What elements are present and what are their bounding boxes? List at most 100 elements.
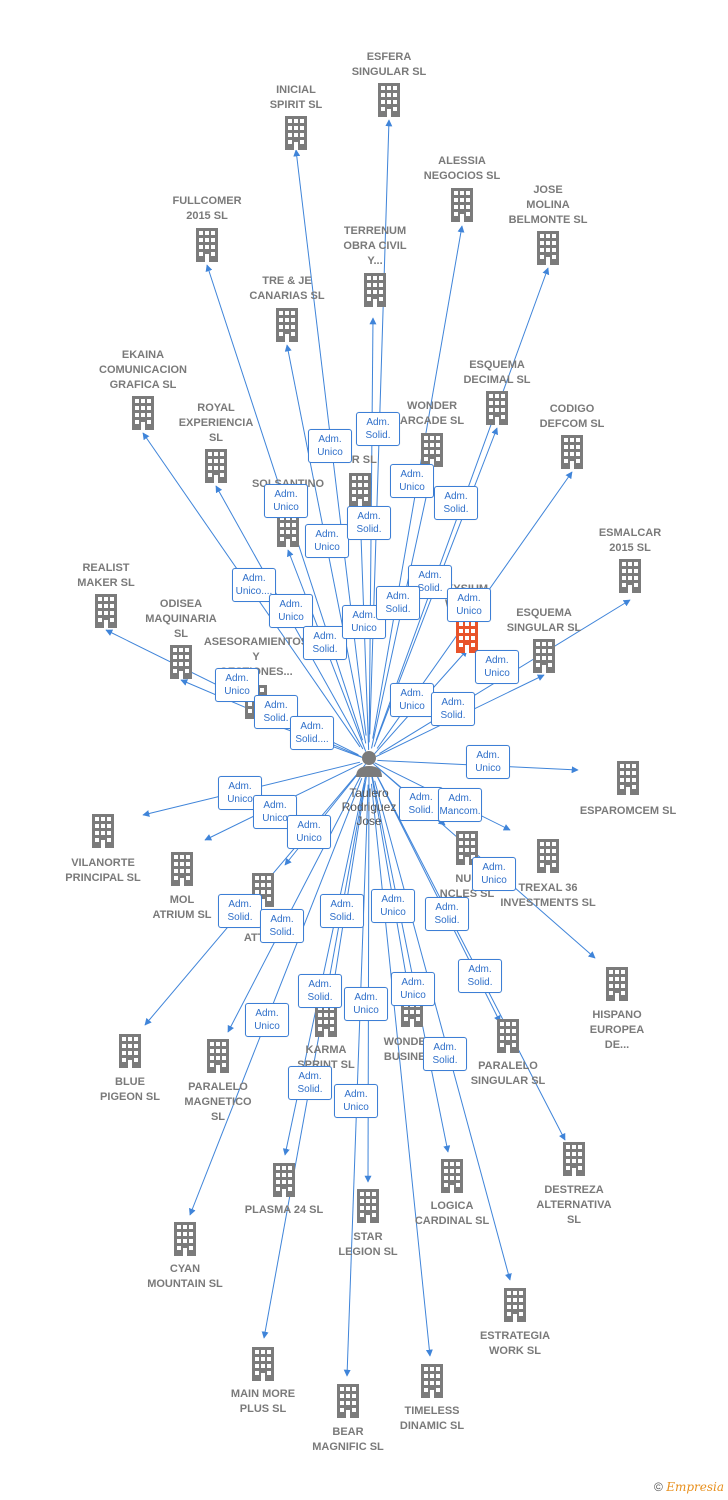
building-icon-alessia[interactable] (451, 188, 473, 222)
building-icon-realist[interactable] (95, 594, 117, 628)
company-label-esparomcem[interactable]: ESPAROMCEM SL (579, 805, 677, 817)
company-label-hispano[interactable]: HISPANO EUROPEA DE... (589, 1009, 645, 1051)
role-badge[interactable]: Adm. Mancom. (438, 788, 482, 822)
building-icon-cyan[interactable] (174, 1222, 196, 1256)
building-icon-mol[interactable] (171, 852, 193, 886)
building-icon-fullcomer[interactable] (196, 228, 218, 262)
company-label-mol[interactable]: MOL ATRIUM SL (152, 894, 212, 921)
role-badge[interactable]: Adm. Unico (475, 650, 519, 684)
company-label-trexal[interactable]: TREXAL 36 INVESTMENTS SL (500, 882, 596, 909)
building-icon-esmalcar[interactable] (619, 559, 641, 593)
role-badge[interactable]: Adm. Solid. (408, 565, 452, 599)
building-icon-tre-je[interactable] (276, 308, 298, 342)
company-label-esfera[interactable]: ESFERA SINGULAR SL (351, 51, 427, 78)
building-icon-estrategia[interactable] (504, 1288, 526, 1322)
building-icon-trexal[interactable] (537, 839, 559, 873)
building-icon-paralelo-magnetico[interactable] (207, 1039, 229, 1073)
building-icon-logica[interactable] (441, 1159, 463, 1193)
company-label-vilanorte[interactable]: VILANORTE PRINCIPAL SL (65, 857, 141, 884)
role-badge[interactable]: Adm. Solid. (260, 909, 304, 943)
building-icon-karma[interactable] (315, 1003, 337, 1037)
building-icon-esquema-singular[interactable] (533, 639, 555, 673)
role-badge[interactable]: Adm. Solid. (356, 412, 400, 446)
building-icon-xysium[interactable] (456, 619, 478, 653)
company-label-fullcomer[interactable]: FULLCOMER 2015 SL (172, 195, 242, 222)
role-badge[interactable]: Adm. Solid. (303, 626, 347, 660)
building-icon-blue[interactable] (119, 1034, 141, 1068)
role-badge[interactable]: Adm. Unico (264, 484, 308, 518)
role-badge[interactable]: Adm. Solid. (218, 894, 262, 928)
company-label-tre-je[interactable]: TRE & JE CANARIAS SL (249, 275, 325, 302)
brand-logo[interactable]: Empresia (666, 1480, 724, 1494)
company-label-blue[interactable]: BLUE PIGEON SL (100, 1076, 160, 1103)
role-badge[interactable]: Adm. Solid. (425, 897, 469, 931)
building-icon-codigo[interactable] (561, 435, 583, 469)
role-badge[interactable]: Adm. Unico (390, 683, 434, 717)
role-badge[interactable]: Adm. Unico (371, 889, 415, 923)
role-badge[interactable]: Adm. Solid.... (290, 716, 334, 750)
company-label-star[interactable]: STAR LEGION SL (338, 1231, 398, 1258)
company-label-royal[interactable]: ROYAL EXPERIENCIA SL (178, 402, 254, 444)
building-icon-timeless[interactable] (421, 1364, 443, 1398)
role-badge[interactable]: Adm. Unico (344, 987, 388, 1021)
building-icon-hispano[interactable] (606, 967, 628, 1001)
role-badge[interactable]: Adm. Solid. (399, 787, 443, 821)
company-label-main-more[interactable]: MAIN MORE PLUS SL (230, 1388, 296, 1415)
building-icon-esfera[interactable] (378, 83, 400, 117)
company-label-estrategia[interactable]: ESTRATEGIA WORK SL (479, 1330, 551, 1357)
company-label-inicial[interactable]: INICIAL SPIRIT SL (269, 84, 323, 111)
building-icon-royal[interactable] (205, 449, 227, 483)
role-badge[interactable]: Adm. Solid. (347, 506, 391, 540)
company-label-cyan[interactable]: CYAN MOUNTAIN SL (147, 1263, 223, 1290)
company-label-plasma[interactable]: PLASMA 24 SL (244, 1204, 324, 1216)
company-label-esquema-decimal[interactable]: ESQUEMA DECIMAL SL (463, 359, 531, 386)
role-badge[interactable]: Adm. Unico (466, 745, 510, 779)
building-icon-jose-molina[interactable] (537, 231, 559, 265)
company-label-odisea[interactable]: ODISEA MAQUINARIA SL (145, 598, 217, 640)
company-label-paralelo-singular[interactable]: PARALELO SINGULAR SL (470, 1060, 546, 1087)
role-badge[interactable]: Adm. Solid. (320, 894, 364, 928)
building-icon-plasma[interactable] (273, 1163, 295, 1197)
building-icon-solsantino[interactable] (277, 513, 299, 547)
role-badge[interactable]: Adm. Unico (269, 594, 313, 628)
building-icon-bear[interactable] (337, 1384, 359, 1418)
building-icon-or[interactable] (349, 473, 371, 507)
role-badge[interactable]: Adm. Unico (305, 524, 349, 558)
role-badge[interactable]: Adm. Unico (447, 588, 491, 622)
building-icon-vilanorte[interactable] (92, 814, 114, 848)
building-icon-star[interactable] (357, 1189, 379, 1223)
building-icon-main-more[interactable] (252, 1347, 274, 1381)
role-badge[interactable]: Adm. Unico (287, 815, 331, 849)
company-label-bear[interactable]: BEAR MAGNIFIC SL (312, 1426, 384, 1453)
role-badge[interactable]: Adm. Unico (334, 1084, 378, 1118)
company-label-terrenum[interactable]: TERRENUM OBRA CIVIL Y... (343, 225, 407, 267)
building-icon-destreza[interactable] (563, 1142, 585, 1176)
company-label-realist[interactable]: REALIST MAKER SL (77, 562, 135, 589)
company-label-alessia[interactable]: ALESSIA NEGOCIOS SL (423, 155, 501, 182)
center-label[interactable]: Taulero Rodriguez Jose (341, 786, 397, 828)
role-badge[interactable]: Adm. Solid. (298, 974, 342, 1008)
company-label-logica[interactable]: LOGICA CARDINAL SL (414, 1200, 490, 1227)
company-label-jose-molina[interactable]: JOSE MOLINA BELMONTE SL (508, 184, 588, 226)
role-badge[interactable]: Adm. Unico (390, 464, 434, 498)
building-icon-ekaina[interactable] (132, 396, 154, 430)
role-badge[interactable]: Adm. Solid. (376, 586, 420, 620)
company-label-esquema-singular[interactable]: ESQUEMA SINGULAR SL (506, 607, 582, 634)
company-label-esmalcar[interactable]: ESMALCAR 2015 SL (598, 527, 662, 554)
building-icon-odisea[interactable] (170, 645, 192, 679)
company-label-timeless[interactable]: TIMELESS DINAMIC SL (399, 1405, 465, 1432)
role-badge[interactable]: Adm. Unico (215, 668, 259, 702)
company-label-ekaina[interactable]: EKAINA COMUNICACION GRAFICA SL (99, 349, 187, 391)
role-badge[interactable]: Adm. Solid. (434, 486, 478, 520)
building-icon-wonder-arcade[interactable] (421, 433, 443, 467)
role-badge[interactable]: Adm. Solid. (288, 1066, 332, 1100)
role-badge[interactable]: Adm. Solid. (423, 1037, 467, 1071)
company-label-codigo[interactable]: CODIGO DEFCOM SL (539, 403, 605, 430)
role-badge[interactable]: Adm. Solid. (431, 692, 475, 726)
building-icon-paralelo-singular[interactable] (497, 1019, 519, 1053)
role-badge[interactable]: Adm. Unico (308, 429, 352, 463)
role-badge[interactable]: Adm. Unico (245, 1003, 289, 1037)
company-label-paralelo-magnetico[interactable]: PARALELO MAGNETICO SL (184, 1081, 252, 1123)
building-icon-esparomcem[interactable] (617, 761, 639, 795)
role-badge[interactable]: Adm. Solid. (458, 959, 502, 993)
